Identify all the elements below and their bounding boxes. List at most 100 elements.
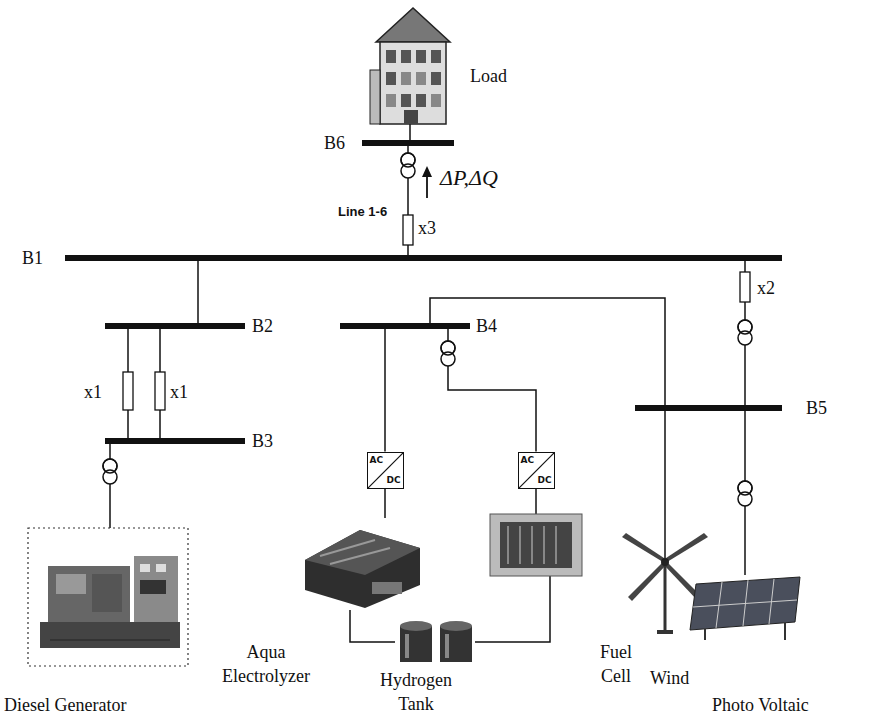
hydrogen-tank-illustration [400, 621, 432, 631]
pv-panel: Photo Voltaic [688, 575, 803, 640]
impedance-symbol [740, 272, 750, 302]
diesel-generator-illustration [50, 640, 170, 641]
transformer-symbol [738, 492, 752, 506]
component-label: Load [470, 64, 507, 88]
bus-bar: B4 [340, 323, 470, 329]
wind-turbine-illustration [664, 566, 667, 633]
load-house: Load [368, 2, 458, 124]
bus-bar: B2 [105, 323, 245, 329]
diesel-generator-illustration [156, 564, 166, 572]
electrolyzer-illustration [372, 582, 402, 594]
wind-turbine-illustration [663, 533, 708, 562]
house-illustration [370, 70, 380, 124]
wind-turbine-illustration [657, 630, 673, 634]
house-illustration [404, 110, 418, 124]
transformer-symbol [738, 331, 752, 345]
diesel-generator-illustration [134, 556, 178, 622]
house-illustration [386, 94, 396, 107]
impedance-label: x2 [757, 276, 775, 300]
fuel-cell-illustration [490, 514, 582, 576]
house-illustration [376, 8, 450, 42]
fuel-cell-illustration [555, 526, 557, 564]
transformer-symbol [738, 320, 752, 334]
connector-line [430, 298, 665, 515]
converter-box: ACDC [367, 452, 404, 489]
diesel-generator-illustration [40, 622, 180, 648]
connector-line [384, 329, 386, 452]
fuel-cell-illustration [490, 514, 582, 576]
diesel-generator-illustration [140, 580, 166, 594]
wind-turbine-illustration [664, 515, 666, 558]
power-flow-arrow [422, 166, 432, 198]
impedance-symbol [123, 215, 750, 410]
electrolyzer-illustration [305, 530, 420, 608]
hydrogen-tank-illustration [440, 621, 472, 631]
fuel-cell-illustration [531, 526, 533, 564]
component-label: Fuel Cell [592, 640, 640, 688]
house-illustration [416, 50, 426, 63]
pv-panel-illustration [690, 577, 800, 640]
bus-label: B3 [252, 429, 273, 453]
connector-line [384, 489, 386, 519]
power-flow-arrow [426, 176, 428, 198]
bus-bar: B1 [65, 255, 782, 261]
wind-turbine: Wind [615, 515, 715, 635]
connector-line [409, 124, 411, 140]
house-illustration [431, 72, 441, 85]
impedance-label: x1 [84, 380, 102, 404]
converter-label: DC [386, 475, 400, 486]
electrolyzer-illustration [305, 530, 420, 608]
bus-label: B5 [806, 396, 827, 420]
component-label: Aqua Electrolyzer [211, 640, 321, 688]
transformer-symbol [401, 164, 415, 178]
house-illustration [401, 72, 411, 85]
converter-box: ACDC [518, 452, 555, 489]
bus-label: B4 [476, 314, 497, 338]
line-name: Line 1-6 [338, 204, 387, 220]
hydrogen-tank-illustration [405, 634, 409, 658]
diesel-generator-illustration [48, 566, 130, 622]
transformer-symbol [103, 470, 117, 484]
fuel-cell-illustration [500, 522, 572, 568]
transformer-symbol [401, 153, 415, 167]
house-illustration [431, 94, 441, 107]
house-illustration [386, 50, 396, 63]
bus-bar: B3 [105, 438, 245, 444]
power-flow-arrow [422, 166, 432, 177]
wind-turbine-illustration [628, 562, 667, 601]
converter-label: AC [521, 455, 535, 466]
fuel-cell-illustration [543, 526, 545, 564]
converter-diagonal [519, 453, 554, 488]
bus-label: B2 [252, 314, 273, 338]
impedance-symbol [123, 372, 133, 410]
house-illustration [431, 50, 441, 63]
bus-label: B6 [324, 131, 345, 155]
electrolyzer-illustration [330, 548, 390, 564]
fuel-cell-illustration [519, 526, 521, 564]
wind-turbine-illustration [622, 533, 667, 562]
house-illustration [380, 42, 446, 124]
transformer-symbol [103, 459, 117, 473]
hydrogen-tank: Hydrogen Tank [395, 618, 475, 664]
impedance-label: x3 [418, 216, 436, 240]
connector-line [109, 444, 111, 528]
component-label: Diesel Generator [4, 693, 126, 717]
connector-line [475, 576, 550, 642]
converter-label: DC [537, 475, 551, 486]
fuel-cell-illustration [507, 526, 509, 564]
component-label: Wind [650, 666, 689, 690]
wind-turbine-illustration [661, 558, 669, 566]
pv-panel-illustration [693, 600, 797, 607]
pv-panel-illustration [690, 577, 800, 630]
electrolyzer: Aqua Electrolyzer [300, 518, 422, 610]
hydrogen-tank-illustration [400, 621, 472, 662]
house-illustration [386, 72, 396, 85]
house-illustration [401, 94, 411, 107]
house-illustration [416, 94, 426, 107]
impedance-label: x1 [170, 380, 188, 404]
connector-line [197, 261, 199, 323]
impedance-symbol [403, 215, 413, 245]
house-illustration [370, 8, 450, 124]
house-illustration [416, 72, 426, 85]
